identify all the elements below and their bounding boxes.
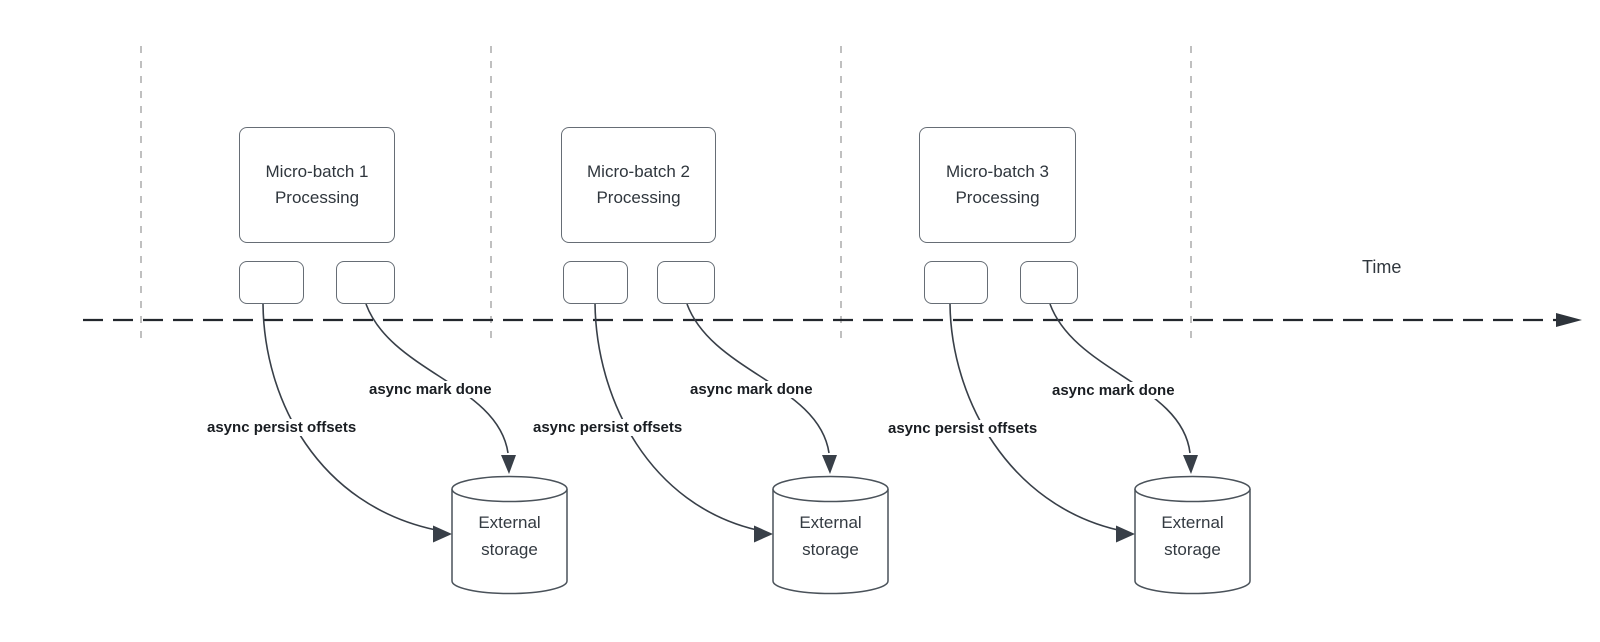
mark-done-task-box — [657, 261, 715, 304]
arrowhead-icon — [822, 455, 837, 474]
time-axis-label: Time — [1362, 257, 1402, 277]
micro-batch-3-label-line2: Processing — [955, 188, 1040, 207]
persist-offsets-label: async persist offsets — [886, 420, 1040, 437]
arrowhead-icon — [754, 525, 773, 543]
persist-offsets-task-box — [239, 261, 304, 304]
async-arrowheads — [433, 455, 1198, 543]
external-storage-line1: External — [1161, 513, 1224, 532]
mark-done-label: async mark done — [688, 381, 815, 398]
time-axis-arrowhead-icon — [1556, 313, 1582, 327]
persist-offsets-label: async persist offsets — [531, 419, 685, 436]
async-arrows — [262, 302, 1191, 531]
persist-offsets-label: async persist offsets — [205, 419, 359, 436]
time-axis — [83, 313, 1582, 327]
persist-offsets-arrow — [594, 302, 758, 531]
external-storage-label: External storage — [1135, 509, 1250, 563]
micro-batch-1-label-line1: Micro-batch 1 — [265, 161, 369, 181]
mark-done-label: async mark done — [367, 381, 494, 398]
storage-cylinders — [451, 475, 1251, 595]
micro-batch-1-box: Micro-batch 1 Processing — [239, 127, 395, 243]
external-storage-line2: storage — [1164, 540, 1221, 560]
mark-done-task-box — [336, 261, 395, 304]
mark-done-arrow — [365, 303, 509, 454]
database-cylinder-icon — [1134, 475, 1251, 595]
mark-done-arrow — [1049, 303, 1191, 454]
micro-batch-1-label-line2: Processing — [274, 188, 360, 207]
arrowhead-icon — [433, 525, 452, 543]
micro-batch-2-label-line2: Processing — [596, 188, 681, 207]
micro-batch-3-label-line1: Micro-batch 3 — [946, 161, 1049, 181]
persist-offsets-arrow — [262, 303, 437, 531]
external-storage-line2: storage — [481, 540, 538, 560]
timeline-gridlines — [140, 46, 1192, 342]
arrowhead-icon — [1116, 525, 1135, 543]
external-storage-line1: External — [478, 513, 541, 532]
mark-done-arrow — [686, 303, 830, 454]
database-cylinder-icon — [772, 475, 889, 595]
micro-batch-3-box: Micro-batch 3 Processing — [919, 127, 1076, 243]
arrowhead-icon — [501, 455, 516, 474]
mark-done-task-box — [1020, 261, 1078, 304]
mark-done-label: async mark done — [1050, 382, 1177, 399]
persist-offsets-task-box — [563, 261, 628, 304]
external-storage-label: External storage — [773, 509, 888, 563]
external-storage-label: External storage — [452, 509, 567, 563]
external-storage-line2: storage — [802, 540, 859, 560]
persist-offsets-task-box — [924, 261, 988, 304]
micro-batch-2-label-line1: Micro-batch 2 — [587, 161, 690, 181]
arrowhead-icon — [1183, 455, 1198, 474]
external-storage-line1: External — [799, 513, 862, 532]
persist-offsets-arrow — [949, 303, 1119, 531]
micro-batch-2-box: Micro-batch 2 Processing — [561, 127, 716, 243]
database-cylinder-icon — [451, 475, 568, 595]
